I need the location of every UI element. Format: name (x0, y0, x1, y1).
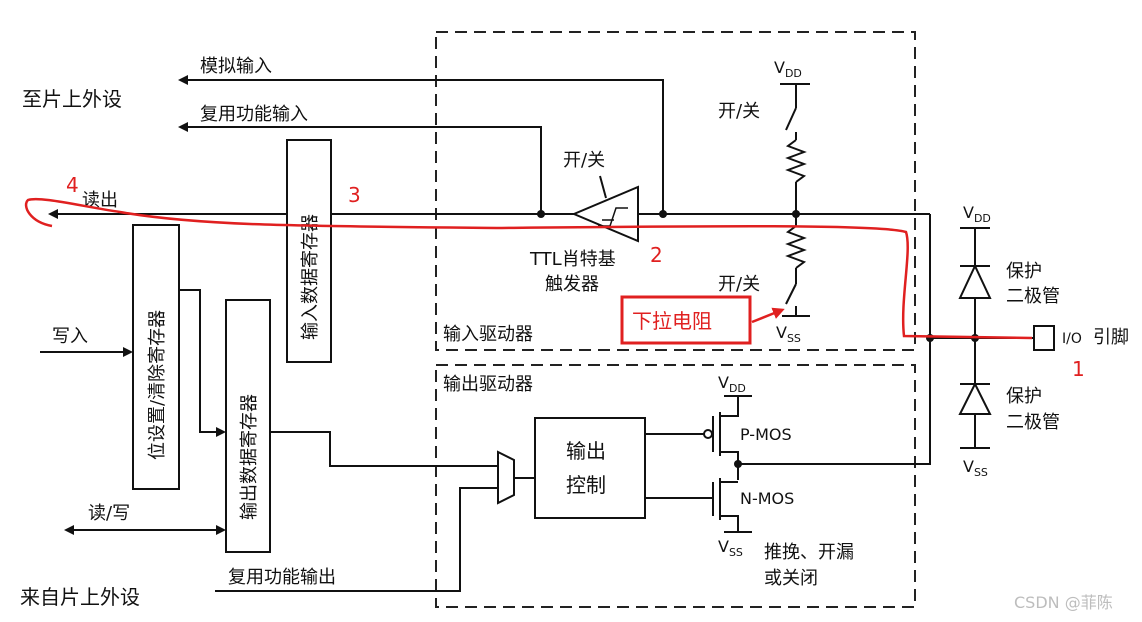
output-data-register-label: 输出数据寄存器 (239, 394, 260, 520)
io-pin-box (1033, 325, 1055, 351)
pmos-gate-bubble (703, 429, 713, 439)
pmos-source (720, 396, 739, 417)
vss-diode-label: VSS (963, 457, 988, 479)
io-pin-suffix: 引脚 (1093, 327, 1129, 348)
read-out-label: 读出 (82, 190, 118, 211)
watermark: CSDN @菲陈 (1014, 593, 1113, 612)
vss-out-label: VSS (718, 537, 743, 559)
pull-down-switch (785, 283, 797, 305)
nmos-source (720, 515, 739, 532)
output-driver-label: 输出驱动器 (443, 374, 533, 395)
push-pull-label-1: 推挽、开漏 (764, 542, 854, 563)
pull-down-on-off-label: 开/关 (718, 274, 760, 295)
callout-arrow (751, 307, 785, 324)
ttl-schmitt-label-2: 触发器 (545, 274, 599, 295)
output-control-label-1: 输出 (566, 439, 606, 463)
input-data-register-label: 输入数据寄存器 (300, 214, 321, 340)
write-in-label: 写入 (52, 326, 88, 347)
pmos-label: P-MOS (740, 425, 792, 444)
protect-diode-bottom-label-2: 二极管 (1006, 412, 1060, 433)
bit-set-reset-register-box (132, 224, 180, 490)
protect-diode-bottom-label-1: 保护 (1006, 386, 1042, 407)
analog-input-line (178, 75, 664, 214)
io-bus-line (738, 214, 931, 465)
bit-set-reset-register-label: 位设置/清除寄存器 (147, 310, 168, 460)
vss-pull-label: VSS (776, 323, 801, 345)
pull-up-resistor (785, 139, 807, 183)
push-pull-label-2: 或关闭 (764, 568, 818, 589)
red-signal-path (24, 197, 1033, 340)
schmitt-on-off-label: 开/关 (563, 150, 605, 171)
output-control-box (534, 417, 646, 519)
junction-dot (734, 460, 742, 468)
odr-to-mux-line (270, 431, 498, 467)
protect-diode-bottom (958, 381, 992, 415)
annotation-1: 1 (1072, 357, 1085, 381)
output-control-label-2: 控制 (566, 473, 606, 497)
vdd-out-label: VDD (718, 373, 746, 395)
to-peripheral-label: 至片上外设 (22, 87, 122, 111)
io-pin-prefix: I/O (1062, 331, 1082, 347)
output-driver-region (435, 364, 916, 608)
bsrr-to-odr-line (179, 289, 226, 437)
junction-dot (659, 210, 667, 218)
pull-down-resistor-callout (620, 295, 752, 345)
output-data-register-box (225, 299, 271, 553)
nmos-label: N-MOS (740, 489, 794, 508)
alt-func-output-line (215, 487, 498, 592)
ttl-schmitt-label-1: TTL肖特基 (529, 249, 616, 270)
protect-diode-top (958, 263, 992, 299)
pmos-drain (720, 451, 739, 480)
read-write-label: 读/写 (88, 503, 130, 524)
annotation-2: 2 (650, 243, 663, 267)
pull-down-resistor (785, 225, 807, 269)
pull-down-resistor-label: 下拉电阻 (632, 309, 712, 333)
pull-up-on-off-label: 开/关 (718, 101, 760, 122)
junction-dot (537, 210, 545, 218)
pull-up-switch (785, 107, 797, 131)
alt-func-input-label: 复用功能输入 (200, 104, 308, 125)
vdd-top-label: VDD (774, 58, 802, 80)
vdd-diode-label: VDD (963, 203, 991, 225)
protect-diode-top-label-2: 二极管 (1006, 286, 1060, 307)
from-peripheral-label: 来自片上外设 (20, 585, 140, 609)
output-mux (497, 450, 515, 505)
alt-func-input-line (178, 122, 542, 214)
protect-diode-top-label-1: 保护 (1006, 261, 1042, 282)
annotation-4: 4 (66, 173, 79, 197)
analog-input-label: 模拟输入 (200, 56, 272, 77)
input-data-register-box (286, 139, 332, 363)
input-driver-region (435, 31, 916, 351)
schmitt-enable-line (599, 175, 607, 199)
input-driver-label: 输入驱动器 (443, 324, 533, 345)
annotation-3: 3 (348, 183, 361, 207)
alt-func-output-label: 复用功能输出 (228, 567, 336, 588)
